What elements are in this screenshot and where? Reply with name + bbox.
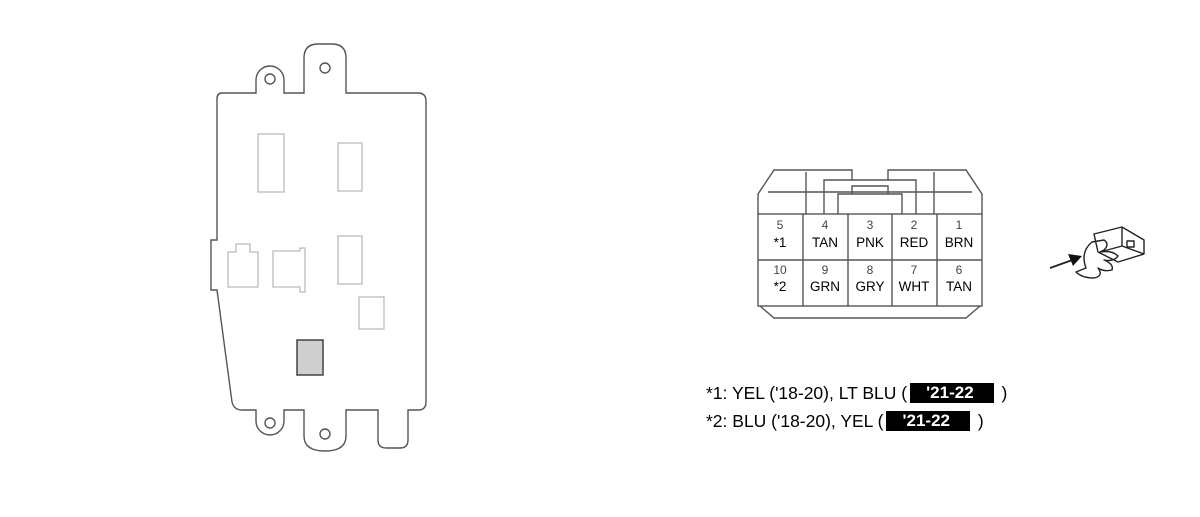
arrow-head bbox=[1068, 254, 1082, 266]
mini-connector-slot bbox=[1126, 240, 1135, 248]
mounting-hole bbox=[264, 73, 276, 85]
pin-wire-color: *2 bbox=[774, 279, 787, 294]
mounting-hole bbox=[319, 62, 331, 74]
mounting-hole bbox=[264, 417, 276, 429]
connector-latch bbox=[823, 179, 917, 214]
pin-number: 8 bbox=[867, 263, 874, 277]
hand bbox=[1075, 239, 1119, 279]
model-year-badge: '21-22 bbox=[886, 411, 970, 431]
pin-wire-color: GRY bbox=[855, 279, 884, 294]
pin-wire-color: GRN bbox=[810, 279, 840, 294]
pin-number: 9 bbox=[822, 263, 829, 277]
footnote-close: ) bbox=[1001, 383, 1008, 403]
pin-wire-color: PNK bbox=[856, 235, 884, 250]
pin-wire-color: TAN bbox=[812, 235, 838, 250]
slot bbox=[358, 296, 385, 330]
slot bbox=[257, 133, 285, 193]
connector-hood bbox=[757, 169, 983, 214]
model-year-badge: '21-22 bbox=[910, 383, 994, 403]
pin-wire-color: RED bbox=[900, 235, 929, 250]
footnotes: *1: YEL ('18-20), LT BLU ('21-22 ) *2: B… bbox=[706, 380, 1166, 436]
pin-wire-color: TAN bbox=[946, 279, 972, 294]
connector-face bbox=[757, 169, 983, 319]
view-direction-icon bbox=[1049, 226, 1145, 279]
pin-wire-color: *1 bbox=[774, 235, 787, 250]
footnote-1: *1: YEL ('18-20), LT BLU ('21-22 ) bbox=[706, 380, 1166, 408]
pin-number: 10 bbox=[773, 263, 787, 277]
block-slots bbox=[227, 133, 385, 330]
slot bbox=[227, 243, 259, 288]
pin-number: 5 bbox=[777, 218, 784, 232]
mounting-hole bbox=[319, 428, 331, 440]
pin-number: 2 bbox=[911, 218, 918, 232]
junction-block-outline bbox=[210, 43, 427, 452]
slot bbox=[337, 142, 363, 192]
footnote-text: *2: BLU ('18-20), YEL ( bbox=[706, 411, 884, 431]
footnote-text: *1: YEL ('18-20), LT BLU ( bbox=[706, 383, 908, 403]
pin-wire-color: WHT bbox=[899, 279, 930, 294]
slot bbox=[337, 235, 363, 285]
junction-block bbox=[210, 43, 427, 452]
pin-number: 1 bbox=[956, 218, 963, 232]
highlighted-connector bbox=[296, 339, 324, 376]
footnote-close: ) bbox=[977, 411, 984, 431]
mini-connector bbox=[1093, 226, 1145, 263]
pin-wire-color: BRN bbox=[945, 235, 974, 250]
pin-number: 4 bbox=[822, 218, 829, 232]
connector-bottom bbox=[759, 305, 981, 319]
pin-number: 6 bbox=[956, 263, 963, 277]
pin-number: 7 bbox=[911, 263, 918, 277]
footnote-2: *2: BLU ('18-20), YEL ('21-22 ) bbox=[706, 408, 1166, 436]
pin-number: 3 bbox=[867, 218, 874, 232]
slot bbox=[272, 247, 306, 293]
